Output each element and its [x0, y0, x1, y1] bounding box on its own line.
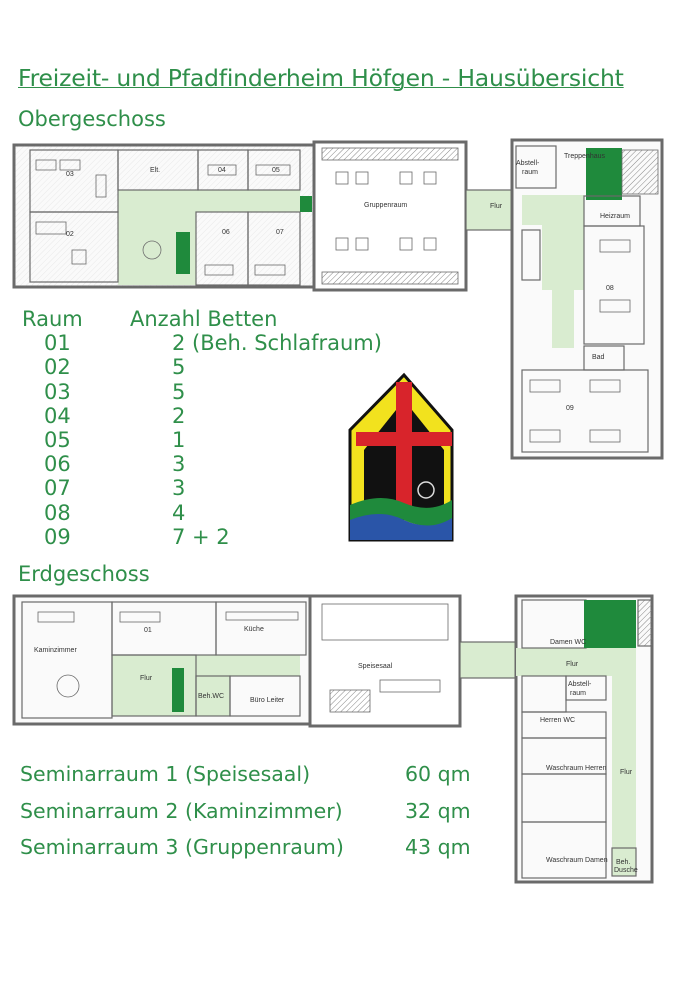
svg-text:Abstell-: Abstell- — [568, 681, 592, 688]
ground-floor-heading: Erdgeschoss — [18, 562, 150, 586]
bed-count: 2 — [172, 403, 186, 428]
svg-text:Flur: Flur — [490, 203, 503, 210]
room-number: 04 — [44, 403, 71, 428]
svg-text:Heizraum: Heizraum — [600, 213, 630, 220]
seminar-name: Seminarraum 3 (Gruppenraum) — [20, 835, 344, 859]
page-title: Freizeit- und Pfadfinderheim Höfgen - Ha… — [18, 64, 624, 92]
room-number: 01 — [44, 331, 71, 356]
svg-text:Gruppenraum: Gruppenraum — [364, 202, 407, 209]
bed-count: 5 — [172, 355, 186, 380]
table-row: 03 5 — [22, 380, 382, 404]
table-row: 01 2 (Beh. Schlafraum) — [22, 331, 382, 355]
room-number: 09 — [44, 524, 71, 549]
upper-floor-heading: Obergeschoss — [18, 107, 166, 131]
header-beds: Anzahl Betten — [130, 307, 278, 331]
bed-count: 1 — [172, 428, 186, 453]
svg-text:Herren WC: Herren WC — [540, 717, 575, 724]
table-row: 07 3 — [22, 476, 382, 500]
svg-text:06: 06 — [222, 229, 230, 236]
svg-text:Beh.WC: Beh.WC — [198, 693, 224, 700]
svg-text:Abstell-: Abstell- — [516, 160, 540, 167]
svg-text:08: 08 — [606, 285, 614, 292]
svg-text:Kaminzimmer: Kaminzimmer — [34, 647, 77, 654]
seminar-name: Seminarraum 2 (Kaminzimmer) — [20, 798, 343, 823]
svg-text:Speisesaal: Speisesaal — [358, 663, 393, 670]
room-number: 08 — [44, 500, 71, 525]
bed-count: 3 — [172, 476, 186, 501]
svg-text:Elt.: Elt. — [150, 167, 160, 174]
room-number: 07 — [44, 476, 71, 501]
room-number: 06 — [44, 452, 71, 477]
svg-text:Küche: Küche — [244, 626, 264, 633]
table-row: 04 2 — [22, 404, 382, 428]
svg-text:Beh.: Beh. — [616, 859, 630, 866]
room-07 — [247, 211, 301, 286]
svg-text:raum: raum — [522, 169, 538, 176]
room-number: 05 — [44, 428, 71, 453]
seminar-area: 32 qm — [405, 798, 471, 823]
scout-logo — [348, 372, 454, 542]
room-kueche — [215, 601, 307, 656]
svg-text:raum: raum — [570, 690, 586, 697]
svg-text:Dusche: Dusche — [614, 867, 638, 874]
seminar-name: Seminarraum 1 (Speisesaal) — [20, 762, 311, 786]
table-row: 02 5 — [22, 355, 382, 379]
ground-floor-plan: 01 Kaminzimmer Küche Flur Beh.WC Büro Le… — [12, 594, 654, 884]
header-room: Raum — [22, 307, 83, 331]
svg-text:04: 04 — [218, 167, 226, 174]
beds-table-header: Raum Anzahl Betten — [22, 307, 382, 331]
svg-text:Bad: Bad — [592, 354, 605, 361]
svg-text:Treppenhaus: Treppenhaus — [564, 153, 605, 160]
seminar-rooms-list: Seminarraum 1 (Speisesaal) 60 qm Seminarr… — [20, 756, 471, 866]
table-row: 09 7 + 2 — [22, 525, 382, 549]
beds-table: Raum Anzahl Betten 01 2 (Beh. Schlafraum)… — [22, 307, 382, 549]
svg-text:Damen WC: Damen WC — [550, 639, 586, 646]
svg-text:Flur: Flur — [140, 675, 153, 682]
bed-count: 5 — [172, 379, 186, 404]
label-03: 03 — [66, 171, 74, 178]
table-row: 05 1 — [22, 428, 382, 452]
svg-text:02: 02 — [66, 231, 74, 238]
svg-text:Flur: Flur — [620, 769, 633, 776]
svg-text:07: 07 — [276, 229, 284, 236]
svg-text:05: 05 — [272, 167, 280, 174]
bed-count: 7 + 2 — [172, 524, 230, 549]
room-number: 03 — [44, 379, 71, 404]
list-item: Seminarraum 3 (Gruppenraum) 43 qm — [20, 829, 471, 866]
svg-text:Büro Leiter: Büro Leiter — [250, 697, 285, 704]
seminar-area: 60 qm — [405, 762, 471, 786]
bed-count: 4 — [172, 500, 186, 525]
svg-text:Waschraum Herren: Waschraum Herren — [546, 765, 607, 772]
seminar-area: 43 qm — [405, 835, 471, 859]
table-row: 06 3 — [22, 452, 382, 476]
room-05 — [247, 149, 301, 191]
room-number: 02 — [44, 355, 71, 380]
room-kaminzimmer — [21, 601, 113, 719]
table-row: 08 4 — [22, 501, 382, 525]
upper-floor-plan: 03 Elt. 04 05 02 06 07 Gruppenraum Flur … — [12, 138, 664, 460]
svg-text:Waschraum Damen: Waschraum Damen — [546, 857, 608, 864]
room-02 — [29, 211, 119, 283]
list-item: Seminarraum 2 (Kaminzimmer) 32 qm — [20, 793, 471, 830]
list-item: Seminarraum 1 (Speisesaal) 60 qm — [20, 756, 471, 793]
svg-text:01: 01 — [144, 627, 152, 634]
bed-count: 2 (Beh. Schlafraum) — [172, 331, 382, 356]
svg-text:Flur: Flur — [566, 661, 579, 668]
svg-text:09: 09 — [566, 405, 574, 412]
bed-count: 3 — [172, 452, 186, 477]
